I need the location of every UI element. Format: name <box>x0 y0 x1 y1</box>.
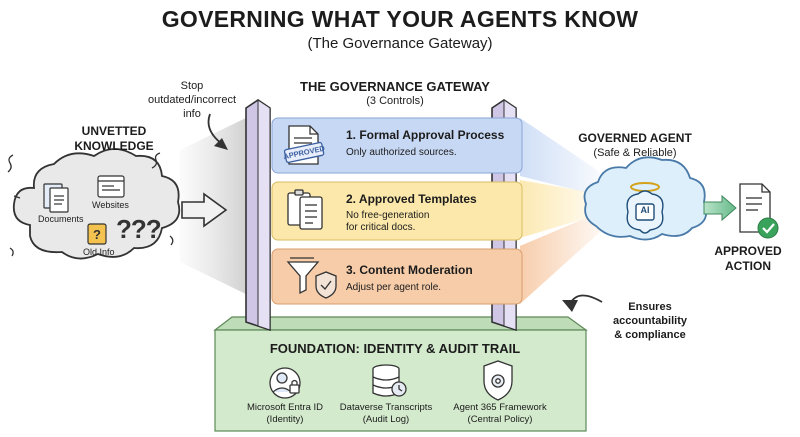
question-marks: ??? <box>116 214 162 244</box>
template-clipboard-icon <box>287 189 323 230</box>
control-3-text: 3. Content Moderation Adjust per agent r… <box>346 263 473 294</box>
page-subtitle: (The Governance Gateway) <box>307 35 493 52</box>
control-1-desc: Only authorized sources. <box>346 147 457 158</box>
page-title: GOVERNING WHAT YOUR AGENTS KNOW <box>161 6 639 32</box>
unvetted-title-line-2: KNOWLEDGE <box>74 139 154 153</box>
foundation-item-entra: Microsoft Entra ID (Identity) <box>215 402 355 426</box>
foundation-item-agent365-detail: (Central Policy) <box>467 414 533 425</box>
check-mark-icon <box>762 223 775 234</box>
approved-document-icon <box>283 125 325 165</box>
control-panel-2 <box>271 181 523 241</box>
foundation-item-dataverse: Dataverse Transcripts (Audit Log) <box>316 402 456 426</box>
old-info-icon <box>87 223 107 245</box>
approved-action-arrow <box>703 194 737 222</box>
ensures-note: Ensures accountability & compliance <box>585 300 715 342</box>
foundation-title: FOUNDATION: IDENTITY & AUDIT TRAIL <box>269 341 521 356</box>
control-3-desc: Adjust per agent role. <box>346 282 442 293</box>
old-info-question-mark: ? <box>93 227 101 242</box>
control-3-title: 3. Content Moderation <box>346 263 473 277</box>
documents-label: Documents <box>38 214 84 224</box>
chaos-squiggles <box>7 152 174 257</box>
foundation-item-entra-name: Microsoft Entra ID <box>246 402 324 413</box>
control-1-title: 1. Formal Approval Process <box>346 128 505 142</box>
websites-label: Websites <box>92 200 129 210</box>
approved-action-label: APPROVED ACTION <box>700 244 796 274</box>
control-2-title: 2. Approved Templates <box>346 192 477 206</box>
agent-365-shield-gear-icon <box>483 360 513 401</box>
control-1-text: 1. Formal Approval Process Only authoriz… <box>346 128 504 159</box>
stop-note-line-1: Stop <box>180 80 204 92</box>
ai-brain-chip-icon <box>626 190 664 234</box>
gateway-subtitle: (3 Controls) <box>366 95 424 107</box>
gateway-title: THE GOVERNANCE GATEWAY <box>300 79 490 94</box>
output-beam-blue <box>520 118 600 196</box>
entra-id-icon <box>269 367 301 399</box>
stop-note: Stop outdated/incorrect info <box>128 79 256 121</box>
control-2-text: 2. Approved Templates No free-generation… <box>346 192 477 234</box>
governed-agent-subtitle: (Safe & Reliable) <box>593 147 677 159</box>
control-2-desc-line-2: for critical docs. <box>346 222 416 233</box>
unvetted-title-line-1: UNVETTED <box>81 124 147 138</box>
ensures-note-line-1: Ensures <box>628 301 672 313</box>
foundation-item-dataverse-name: Dataverse Transcripts <box>339 402 433 413</box>
dataverse-database-icon <box>372 364 407 397</box>
control-2-desc-line-1: No free-generation <box>346 210 430 221</box>
stop-note-line-2: outdated/incorrect <box>147 94 237 106</box>
check-badge-icon <box>757 217 779 239</box>
stop-note-line-3: info <box>183 108 201 120</box>
approved-action-line-1: APPROVED <box>714 244 782 258</box>
stop-note-arrowhead <box>214 138 228 150</box>
governed-agent-title: GOVERNED AGENT <box>578 131 692 145</box>
ensures-note-line-2: accountability <box>613 315 687 327</box>
output-beam-yellow <box>520 180 600 238</box>
unvetted-knowledge-title: UNVETTED KNOWLEDGE <box>44 124 184 154</box>
foundation-item-dataverse-detail: (Audit Log) <box>362 414 410 425</box>
websites-icon <box>97 175 125 198</box>
approved-action-line-2: ACTION <box>725 259 771 273</box>
foundation-item-agent365: Agent 365 Framework (Central Policy) <box>430 402 570 426</box>
foundation-item-entra-detail: (Identity) <box>266 414 304 425</box>
unvetted-knowledge-cloud <box>12 148 181 260</box>
ensures-note-line-3: & compliance <box>614 329 686 341</box>
foundation-item-agent365-name: Agent 365 Framework <box>453 402 547 413</box>
moderation-funnel-icon <box>286 257 337 299</box>
old-info-label: Old Info <box>83 247 115 257</box>
gateway-pillar-left <box>245 99 271 332</box>
control-panel-1 <box>271 117 523 174</box>
ensures-note-arrowhead <box>562 300 578 312</box>
ai-chip-label: AI <box>640 205 650 215</box>
output-beam-orange <box>520 212 600 304</box>
documents-icon <box>43 183 69 213</box>
inflow-arrow <box>181 192 228 228</box>
